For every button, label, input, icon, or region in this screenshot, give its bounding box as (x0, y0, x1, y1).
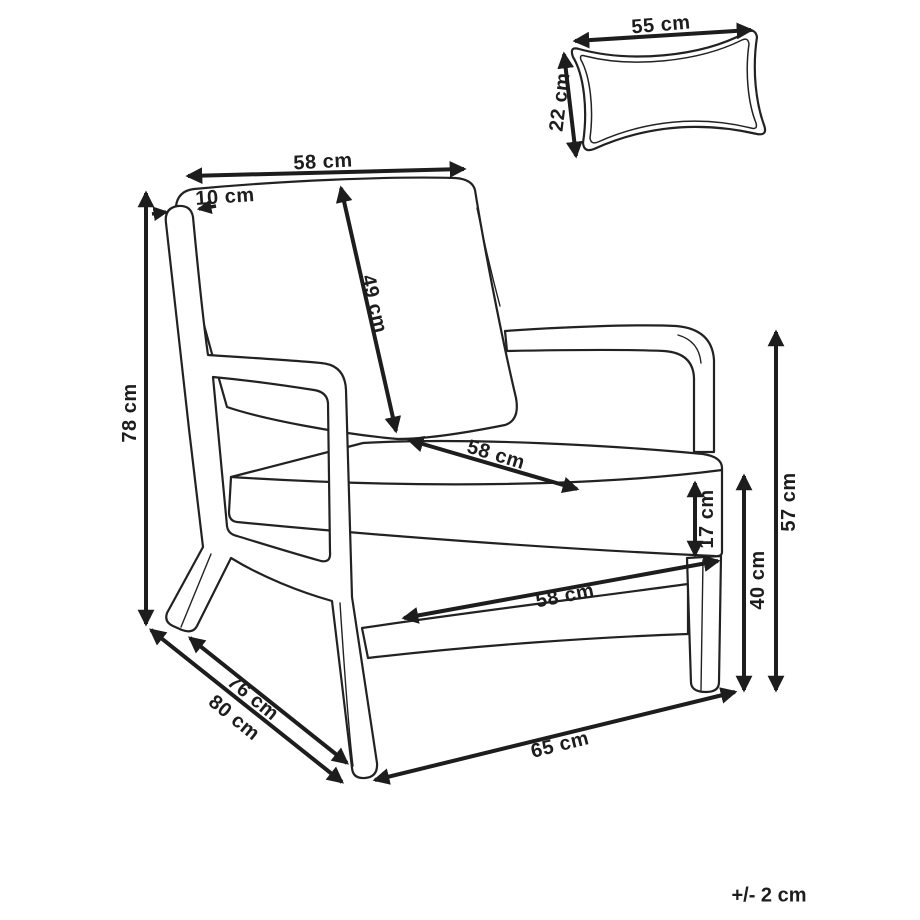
arrow-front-width (372, 687, 738, 785)
dim-cushion-thickness-label: 17 cm (696, 489, 718, 549)
dim-seat-height-label: 40 cm (747, 550, 769, 610)
arrow-pillow-height (557, 51, 583, 159)
pillow-drawing (570, 29, 767, 152)
dim-frame-depth-label: 10 cm (194, 183, 256, 211)
dim-total-height-label: 78 cm (119, 383, 141, 443)
arrow-frame-depth-left (151, 206, 169, 222)
right-front-leg (685, 554, 723, 694)
dim-back-width-label: 58 cm (292, 149, 354, 175)
arrow-seat-diagonal (406, 435, 580, 494)
arrow-backrest-length (335, 185, 402, 434)
arrow-frame-depth-right (196, 199, 217, 215)
dimension-arrows (137, 22, 785, 785)
dim-armrest-height-label: 57 cm (778, 472, 800, 532)
arrow-seat-width (401, 555, 721, 624)
dim-pillow-width-label: 55 cm (630, 11, 692, 39)
arrow-back-width (185, 160, 467, 185)
arrow-pillow-width (572, 22, 754, 49)
right-armrest (503, 324, 716, 454)
arrow-depth-outer (149, 628, 344, 784)
tolerance-note: +/- 2 cm (731, 884, 807, 907)
